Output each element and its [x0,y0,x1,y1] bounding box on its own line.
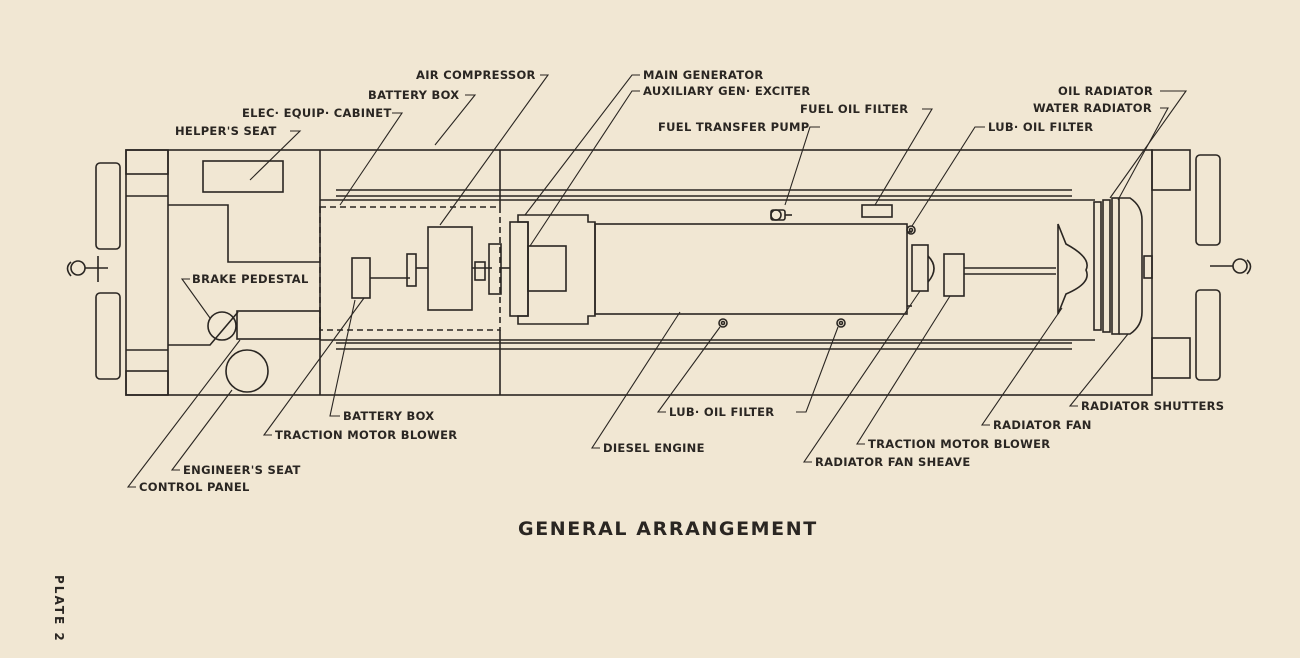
helpers-seat [202,160,284,193]
radiator-fan [1057,223,1088,315]
walkway-rails [320,189,1095,350]
label-diesel-engine: DIESEL ENGINE [603,441,705,455]
right-coupler [1210,258,1252,275]
traction-motor-blower-left [351,257,371,299]
main-generator [509,214,596,325]
radiator-fan-sheave [943,253,965,297]
label-battery-box-bottom: BATTERY BOX [343,409,434,423]
fuel-oil-filter [861,204,893,218]
label-radiator-shutters: RADIATOR SHUTTERS [1081,399,1224,413]
label-engineers-seat: ENGINEER'S SEAT [183,463,301,477]
control-panel [236,310,321,340]
auxiliary-gen-exciter [474,261,486,281]
label-helpers-seat: HELPER'S SEAT [175,124,277,138]
figure-title: GENERAL ARRANGEMENT [518,518,818,540]
label-auxiliary-gen-exciter: AUXILIARY GEN· EXCITER [643,84,811,98]
left-coupler [66,256,108,282]
label-fuel-oil-filter: FUEL OIL FILTER [800,102,908,116]
label-water-radiator: WATER RADIATOR [1033,101,1152,115]
label-traction-motor-blower-left: TRACTION MOTOR BLOWER [275,428,457,442]
label-brake-pedestal: BRAKE PEDESTAL [192,272,309,286]
lub-oil-filter-bottom-b [836,318,846,328]
leader-lines [126,74,1188,488]
air-compressor [427,226,473,311]
label-traction-motor-blower-right: TRACTION MOTOR BLOWER [868,437,1050,451]
radiators [1093,197,1153,335]
label-radiator-fan-sheave: RADIATOR FAN SHEAVE [815,455,970,469]
traction-motor-blower-right [911,244,935,292]
label-elec-equip-cabinet: ELEC· EQUIP· CABINET [242,106,392,120]
label-lub-oil-filter-bottom: LUB· OIL FILTER [669,405,774,419]
label-battery-box-top: BATTERY BOX [368,88,459,102]
lub-oil-filter-top [906,225,916,235]
diesel-engine [594,223,908,315]
label-radiator-fan: RADIATOR FAN [993,418,1092,432]
label-main-generator: MAIN GENERATOR [643,68,764,82]
fuel-transfer-pump [770,209,792,221]
engineers-seat [225,349,269,393]
right-end-truck [1151,149,1221,381]
label-control-panel: CONTROL PANEL [139,480,250,494]
brake-pedestal [207,311,237,341]
left-end-truck [95,149,169,396]
plate-number-text: PLATE 2 [52,575,66,643]
label-fuel-transfer-pump: FUEL TRANSFER PUMP [658,120,810,134]
lub-oil-filter-bottom-a [718,318,728,328]
label-air-compressor: AIR COMPRESSOR [416,68,536,82]
label-oil-radiator: OIL RADIATOR [1058,84,1153,98]
battery-box [319,206,501,331]
plate-number: PLATE 2 [52,575,72,655]
labels: AIR COMPRESSOR BATTERY BOX ELEC· EQUIP· … [139,68,1224,494]
label-lub-oil-filter-top: LUB· OIL FILTER [988,120,1093,134]
